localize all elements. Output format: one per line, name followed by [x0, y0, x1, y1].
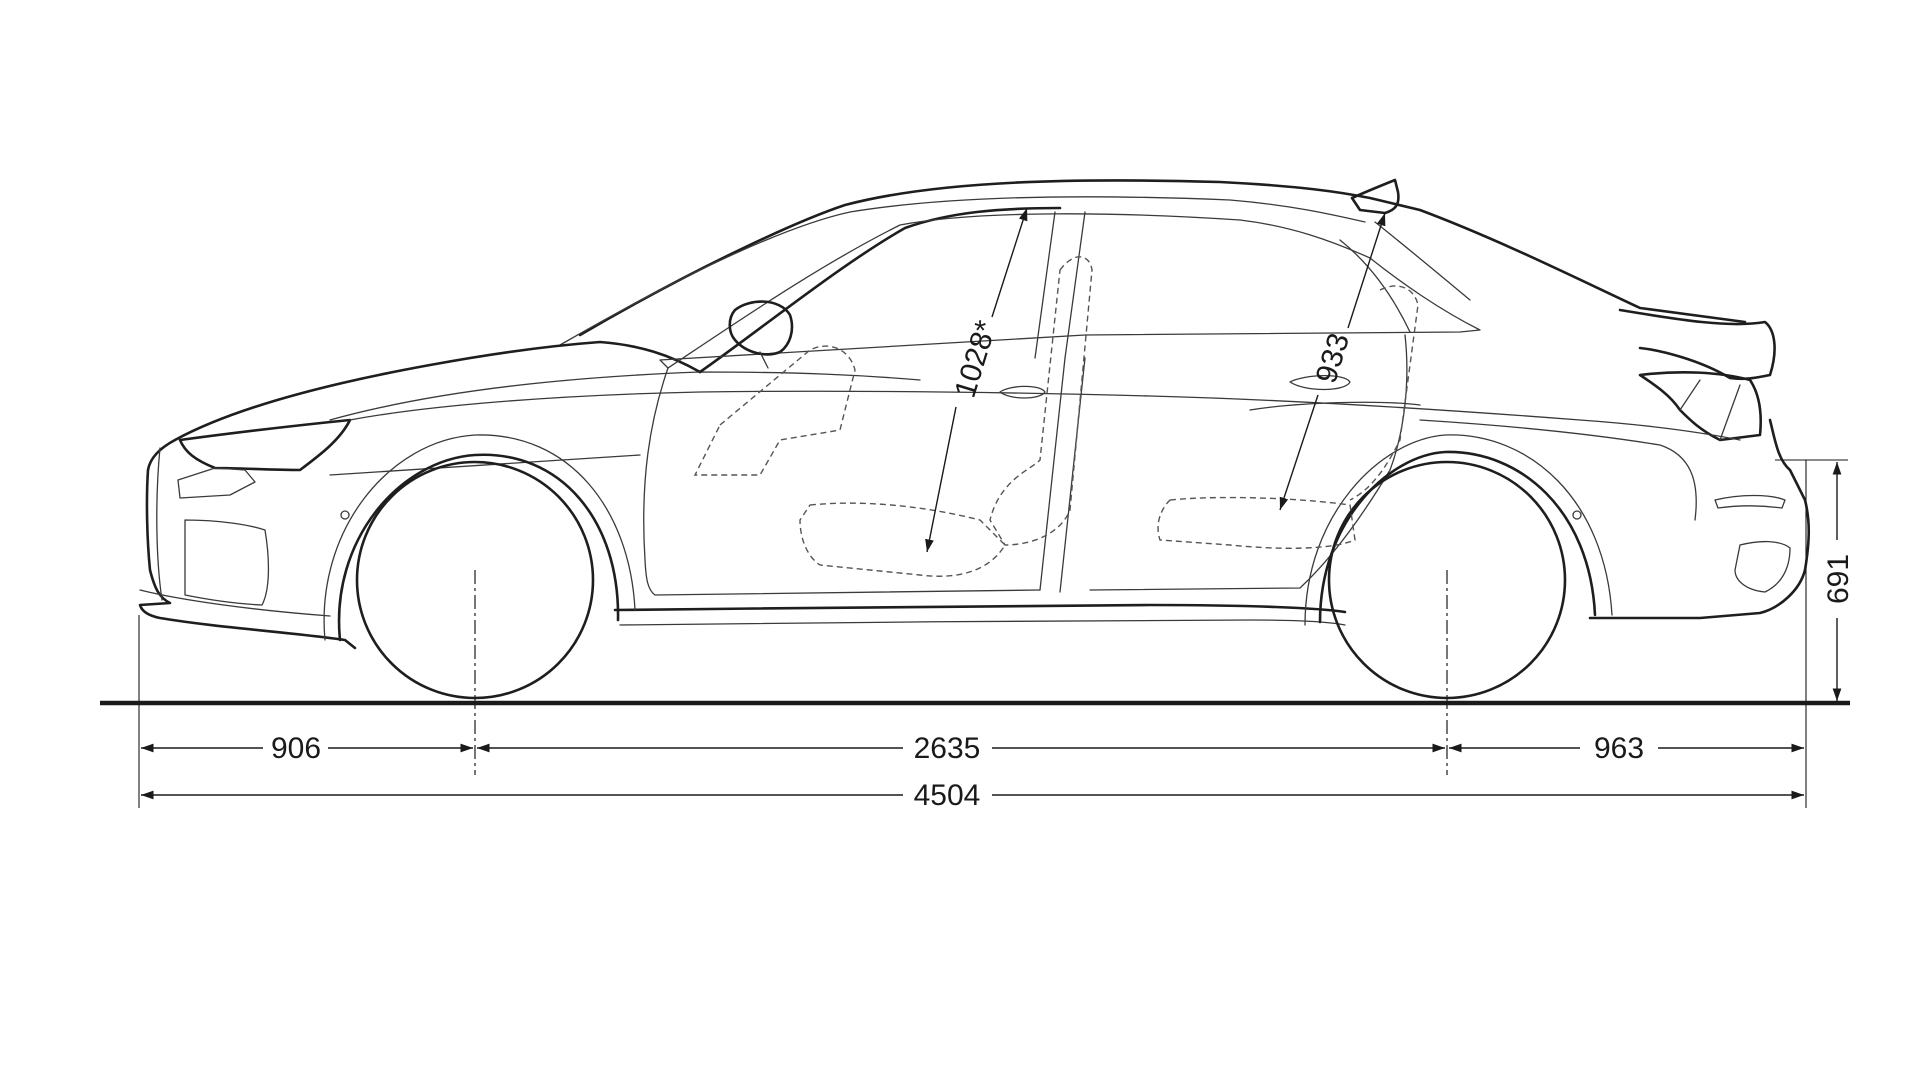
wheelbase-label: 2635 [914, 732, 981, 765]
loading-sill-height-label: 691 [1822, 554, 1855, 604]
dimension-front-overhang: 906 [141, 732, 473, 765]
dimension-wheelbase: 2635 [477, 732, 1445, 765]
rear-seat [1157, 285, 1419, 549]
dimension-overall-length: 4504 [141, 779, 1804, 812]
car-body [138, 178, 1811, 650]
front-overhang-label: 906 [271, 732, 321, 765]
dimension-rear-overhang: 963 [1449, 732, 1804, 765]
rear-headroom-label: 933 [1310, 329, 1356, 387]
front-seat [693, 256, 1093, 577]
extension-lines [138, 459, 1848, 808]
rear-overhang-label: 963 [1594, 732, 1644, 765]
dimension-loading-sill-height: 691 [1822, 462, 1855, 701]
front-headroom-label: 1028* [949, 317, 1004, 402]
dimension-front-headroom: 1028* [925, 207, 1028, 553]
overall-length-label: 4504 [914, 779, 981, 812]
